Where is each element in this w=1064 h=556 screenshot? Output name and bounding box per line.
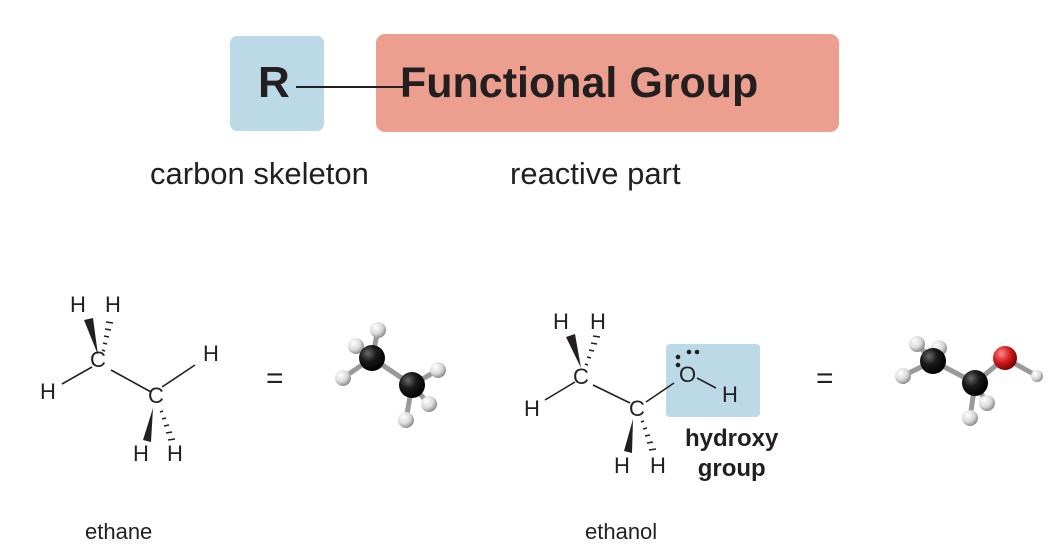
carbon-skeleton-caption: carbon skeleton bbox=[150, 156, 369, 191]
ethane-c2-hash-bond bbox=[159, 410, 176, 441]
ethane-c1-hash-bond bbox=[101, 321, 114, 352]
ethane-c-atom: C bbox=[90, 347, 106, 372]
ethane-c1-wedge-bond bbox=[84, 318, 98, 355]
hydroxy-group-label: hydroxy group bbox=[685, 424, 778, 484]
ethanol-h-atom: H bbox=[553, 309, 569, 334]
ethanol-c-o-bond bbox=[645, 382, 675, 403]
ethanol-o-h-bond bbox=[696, 377, 717, 389]
functional-group-label: Functional Group bbox=[400, 59, 759, 107]
hydroxy-label-line2: group bbox=[697, 455, 766, 482]
ethanol-h-atom: H bbox=[722, 382, 738, 407]
ethanol-o-atom: O bbox=[679, 362, 697, 387]
ethanol-c-atom: C bbox=[629, 396, 645, 421]
ethanol-c2-hash-bond bbox=[640, 420, 657, 451]
ethane-h-atom: H bbox=[167, 441, 183, 466]
hydroxy-group-box bbox=[666, 344, 760, 417]
ethanol-c1-h-left-bond bbox=[544, 381, 576, 401]
functional-group-box bbox=[376, 34, 839, 132]
ethanol-c1-hash-bond bbox=[584, 335, 601, 366]
ethanol-name: ethanol bbox=[585, 519, 658, 544]
r-group-box bbox=[230, 36, 324, 131]
ethane-ball-and-stick bbox=[335, 322, 446, 428]
ethanol-h-atom: H bbox=[650, 453, 666, 478]
ethanol-c-c-bond bbox=[592, 384, 631, 404]
ethanol-bonds bbox=[544, 377, 717, 404]
ethane-c2-wedge-bond bbox=[143, 408, 153, 442]
ethane-h-atom: H bbox=[105, 292, 121, 317]
ethanol-c1-wedge-bond bbox=[566, 334, 581, 368]
ethanol-h-atom: H bbox=[590, 309, 606, 334]
ethane-h-atom: H bbox=[40, 379, 56, 404]
oxygen-lone-pairs bbox=[675, 349, 700, 368]
ethane-h-atom: H bbox=[70, 292, 86, 317]
reactive-part-caption: reactive part bbox=[510, 156, 681, 191]
ethane-c-c-bond bbox=[110, 369, 152, 393]
r-to-functional-group-bond bbox=[296, 86, 404, 88]
ethanol-h-atom: H bbox=[524, 396, 540, 421]
hydroxy-label-line1: hydroxy bbox=[685, 425, 779, 452]
ethane-bonds bbox=[61, 364, 196, 393]
ethane-equals-sign: = bbox=[266, 362, 284, 395]
ethane-h-atom: H bbox=[203, 341, 219, 366]
ethanol-c2-wedge-bond bbox=[624, 419, 633, 453]
ethanol-ball-and-stick bbox=[895, 336, 1043, 426]
ethanol-h-atom: H bbox=[614, 453, 630, 478]
ethanol-c-atom: C bbox=[573, 364, 589, 389]
ethane-c-atom: C bbox=[148, 383, 164, 408]
ethane-c2-h-right-bond bbox=[161, 364, 196, 388]
ethane-c1-h-left-bond bbox=[61, 366, 93, 385]
ethane-h-atom: H bbox=[133, 441, 149, 466]
r-label: R bbox=[258, 58, 290, 107]
ethanol-equals-sign: = bbox=[816, 362, 834, 395]
ethane-name: ethane bbox=[85, 519, 153, 544]
